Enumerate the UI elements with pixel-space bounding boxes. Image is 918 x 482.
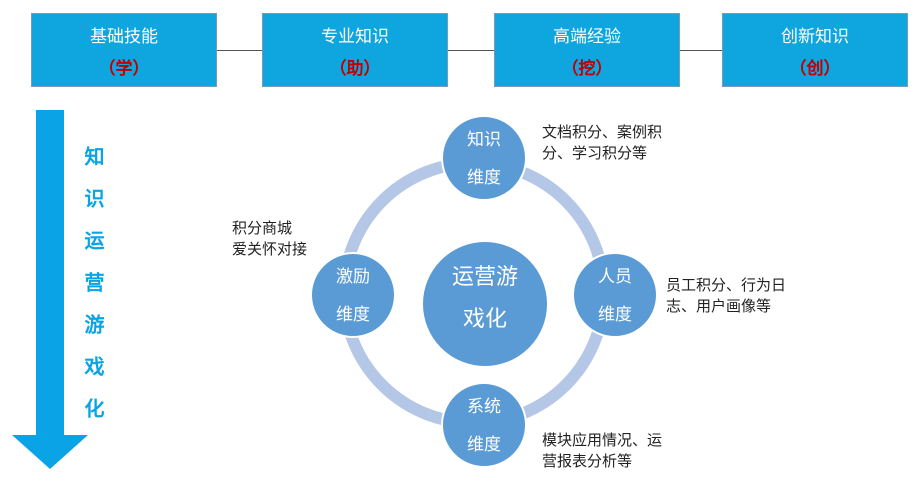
note-knowledge: 文档积分、案例积 分、学习积分等 <box>542 122 662 164</box>
note-personnel: 员工积分、行为日 志、用户画像等 <box>666 275 786 317</box>
stage-connector-3 <box>680 50 722 51</box>
stage-title: 专业知识 <box>321 27 389 47</box>
center-label-line2: 戏化 <box>462 307 507 332</box>
stage-box-advanced-experience: 高端经验 （挖） <box>494 13 680 87</box>
node-personnel-dimension: 人员 维度 <box>572 252 658 338</box>
node-incentive-dimension: 激励 维度 <box>310 252 396 338</box>
stage-subtitle: （学） <box>98 59 150 79</box>
stage-connector-2 <box>448 50 494 51</box>
node-label-line2: 维度 <box>336 305 370 325</box>
note-line1: 模块应用情况、运 <box>542 431 663 449</box>
stage-subtitle: （挖） <box>561 59 613 79</box>
node-label-line1: 系统 <box>467 397 501 417</box>
stage-box-basic-skills: 基础技能 （学） <box>31 13 217 87</box>
stage-title: 创新知识 <box>781 27 849 47</box>
stage-connector-1 <box>217 50 262 51</box>
node-label-line2: 维度 <box>467 168 501 188</box>
node-label-line2: 维度 <box>467 435 501 455</box>
note-system: 模块应用情况、运 营报表分析等 <box>542 430 662 472</box>
node-label-line1: 知识 <box>467 130 501 150</box>
center-label-line1: 运营游 <box>451 265 518 290</box>
stage-subtitle: （创） <box>789 59 841 79</box>
stage-box-professional-knowledge: 专业知识 （助） <box>262 13 448 87</box>
note-incentive: 积分商城 爱关怀对接 <box>232 218 307 260</box>
stage-box-innovative-knowledge: 创新知识 （创） <box>722 13 908 87</box>
stage-title: 基础技能 <box>90 27 158 47</box>
note-line1: 积分商城 <box>232 219 293 237</box>
node-knowledge-dimension: 知识 维度 <box>441 115 527 201</box>
note-line2: 分、学习积分等 <box>542 144 648 162</box>
node-label-line1: 激励 <box>336 267 370 287</box>
vertical-label: 知识运营游戏化 <box>81 146 105 440</box>
note-line2: 营报表分析等 <box>542 452 633 470</box>
note-line2: 志、用户画像等 <box>666 297 772 315</box>
node-label-line1: 人员 <box>598 267 632 287</box>
node-label-line2: 维度 <box>598 305 632 325</box>
stage-subtitle: （助） <box>329 59 381 79</box>
note-line1: 文档积分、案例积 <box>542 123 663 141</box>
note-line2: 爱关怀对接 <box>232 240 308 258</box>
down-arrow-icon <box>12 435 88 469</box>
note-line1: 员工积分、行为日 <box>666 276 787 294</box>
stage-title: 高端经验 <box>553 27 621 47</box>
down-arrow-shaft <box>36 110 64 435</box>
node-system-dimension: 系统 维度 <box>441 382 527 468</box>
center-circle: 运营游 戏化 <box>421 240 549 368</box>
